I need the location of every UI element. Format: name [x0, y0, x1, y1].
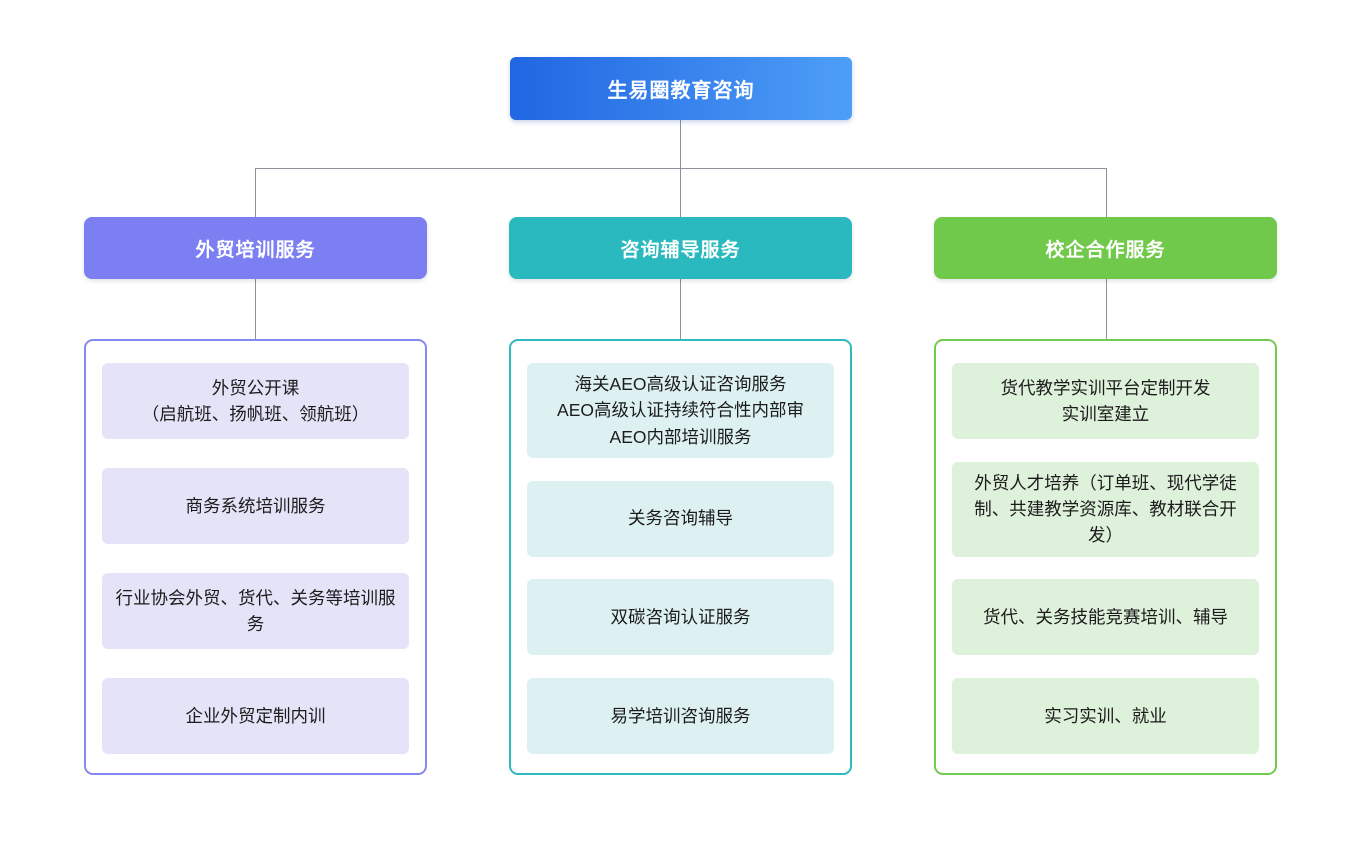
service-item: 易学培训咨询服务 [527, 678, 834, 754]
connector-line-branch-left [255, 279, 256, 339]
connector-line-root [680, 120, 681, 168]
branch-header-consulting-coaching: 咨询辅导服务 [509, 217, 852, 279]
service-item: 双碳咨询认证服务 [527, 579, 834, 656]
connector-line-horizontal [255, 168, 1107, 169]
connector-line-drop-center [680, 168, 681, 217]
service-item: 外贸人才培养（订单班、现代学徒制、共建教学资源库、教材联合开发） [952, 461, 1259, 557]
connector-line-branch-center [680, 279, 681, 339]
service-item: 商务系统培训服务 [102, 468, 409, 544]
service-item: 海关AEO高级认证咨询服务 AEO高级认证持续符合性内部审 AEO内部培训服务 [527, 363, 834, 458]
root-node-company: 生易圈教育咨询 [510, 57, 852, 120]
branch-container-foreign-trade-training: 外贸公开课 （启航班、扬帆班、领航班） 商务系统培训服务 行业协会外贸、货代、关… [84, 339, 427, 775]
service-item: 外贸公开课 （启航班、扬帆班、领航班） [102, 363, 409, 439]
service-item: 企业外贸定制内训 [102, 678, 409, 754]
branch-container-consulting-coaching: 海关AEO高级认证咨询服务 AEO高级认证持续符合性内部审 AEO内部培训服务 … [509, 339, 852, 775]
service-item: 关务咨询辅导 [527, 480, 834, 557]
service-item: 货代教学实训平台定制开发 实训室建立 [952, 363, 1259, 439]
service-item: 货代、关务技能竞赛培训、辅导 [952, 579, 1259, 656]
connector-line-drop-left [255, 168, 256, 217]
branch-container-school-enterprise: 货代教学实训平台定制开发 实训室建立 外贸人才培养（订单班、现代学徒制、共建教学… [934, 339, 1277, 775]
branch-header-foreign-trade-training: 外贸培训服务 [84, 217, 427, 279]
connector-line-branch-right [1106, 279, 1107, 339]
connector-line-drop-right [1106, 168, 1107, 217]
service-item: 行业协会外贸、货代、关务等培训服务 [102, 573, 409, 649]
service-item: 实习实训、就业 [952, 678, 1259, 754]
branch-header-school-enterprise: 校企合作服务 [934, 217, 1277, 279]
